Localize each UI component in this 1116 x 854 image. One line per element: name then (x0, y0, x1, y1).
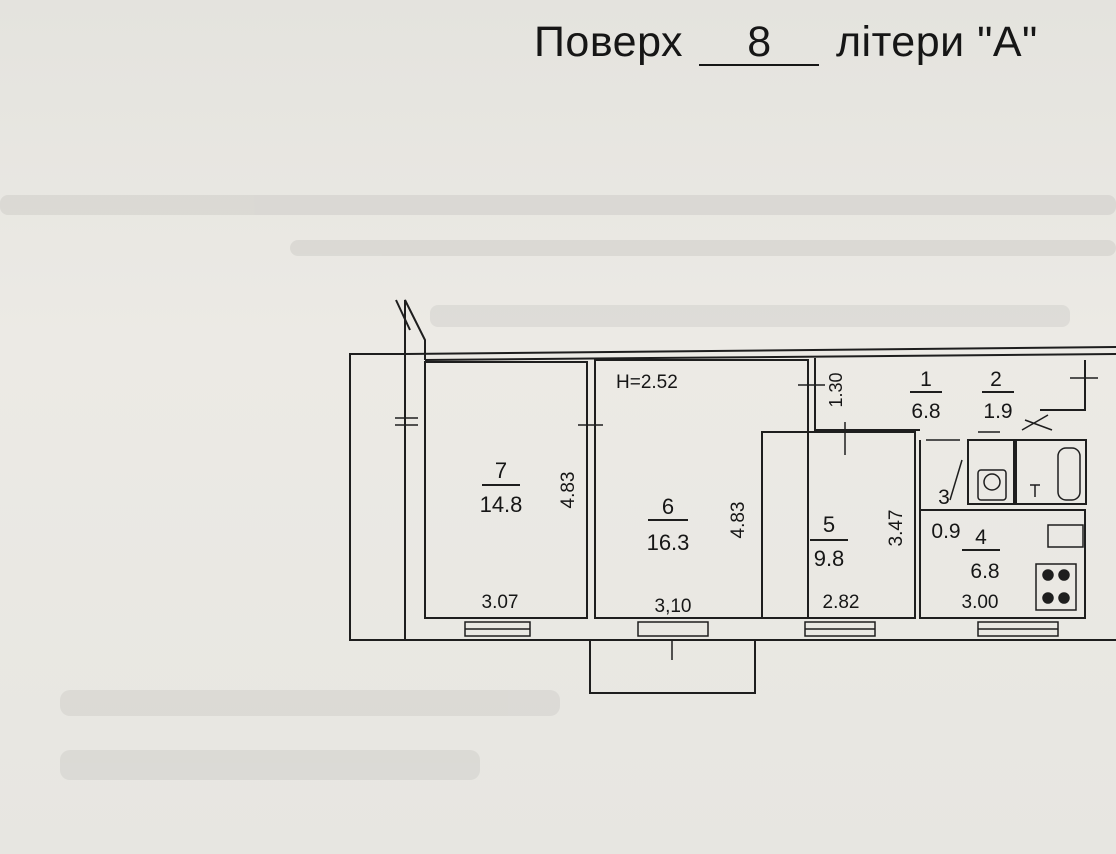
left-annex-wall (349, 353, 406, 641)
room-6-area: 16.3 (647, 530, 690, 555)
room-6-outline (594, 359, 809, 619)
fixtures (977, 447, 1084, 611)
walls (349, 299, 1116, 694)
room-4-area: 6.8 (970, 560, 999, 583)
room-labels: 7 14.8 4.83 3.07 6 16.3 4.83 3,10 H=2.52… (480, 368, 1013, 617)
room-5-width-dim: 2.82 (823, 592, 860, 613)
floor-number: 8 (699, 20, 820, 66)
windows (464, 621, 1059, 637)
room-3-area: 0.9 (931, 520, 960, 543)
room-4-width-dim: 3.00 (962, 592, 999, 613)
bathroom (1015, 439, 1087, 505)
room-5-number: 5 (823, 512, 835, 537)
bathtub-icon (1057, 447, 1081, 501)
room-2-number: 2 (990, 368, 1002, 391)
room-2-area: 1.9 (983, 400, 1012, 423)
room-7-area: 14.8 (480, 492, 523, 517)
bleed-through-marks (0, 195, 1116, 780)
room-5-height-dim: 3.47 (886, 510, 907, 547)
header-suffix: літери "А" (835, 18, 1038, 66)
stove-icon (1035, 563, 1077, 611)
room-1-area: 6.8 (911, 400, 940, 423)
toilet-icon (977, 469, 1007, 501)
fraction-bars (482, 391, 1014, 551)
floor-header: Поверх 8 літери "А" (534, 18, 1038, 67)
room-6-height-dim: 4.83 (728, 502, 749, 539)
corridor-dim: 1.30 (826, 372, 846, 407)
room-1-number: 1 (920, 368, 932, 391)
room-7-number: 7 (495, 458, 507, 483)
sink-icon (1030, 484, 1040, 497)
room-4-number: 4 (975, 526, 987, 549)
kitchen-sink-icon (1047, 524, 1084, 548)
header-prefix: Поверх (534, 18, 684, 66)
room-5-outline (761, 431, 916, 619)
door-marks (395, 377, 1098, 660)
room-3-number: 3 (938, 486, 950, 509)
room-7-outline (424, 361, 588, 619)
room-6-number: 6 (662, 494, 674, 519)
room-2-toilet (967, 439, 1015, 505)
room-7-width-dim: 3.07 (482, 592, 519, 613)
room-6-width-dim: 3,10 (655, 596, 692, 617)
room-5-area: 9.8 (814, 546, 845, 571)
outer-wall-top (404, 346, 1116, 355)
ceiling-height: H=2.52 (616, 372, 678, 393)
room-7-height-dim: 4.83 (558, 472, 579, 509)
